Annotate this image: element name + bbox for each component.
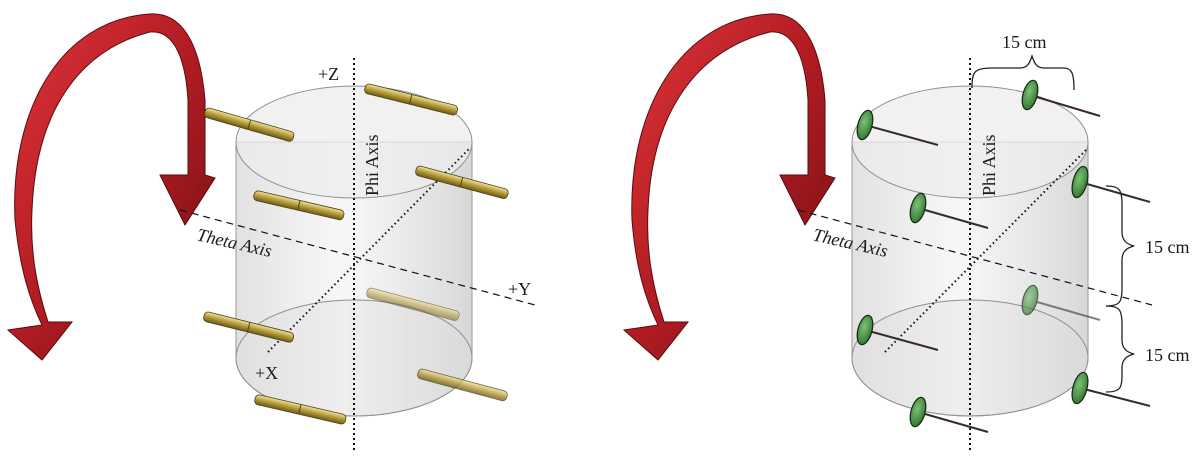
probe-6 (856, 314, 939, 351)
x-axis-label: +X (255, 363, 278, 383)
z-axis-label: +Z (318, 64, 339, 84)
rod-group-left (203, 83, 509, 425)
theta-axis-line-left (179, 209, 536, 306)
rod-7 (417, 368, 508, 402)
probe-7 (1071, 371, 1151, 407)
probe-5 (1021, 284, 1101, 321)
probe-3 (1071, 165, 1151, 203)
lower-dimension-brace (1105, 305, 1135, 393)
rod-1 (364, 83, 458, 116)
rotation-arrow-right (622, 13, 836, 361)
y-axis-label: +Y (508, 279, 531, 299)
phi-axis-label-right: Phi Axis (979, 134, 999, 196)
rod-8 (254, 394, 347, 425)
x-axis-line-left (267, 147, 471, 353)
probe-1 (1021, 79, 1101, 117)
probe-2 (856, 109, 939, 146)
lower-dimension-label: 15 cm (1145, 345, 1190, 365)
probe-group-right (856, 79, 1151, 433)
probe-4 (909, 192, 989, 229)
rotation-arrow-left (6, 13, 216, 361)
rod-6 (203, 311, 295, 343)
rod-5 (366, 287, 460, 321)
phi-axis-label-left: Phi Axis (362, 134, 382, 196)
right-panel: 15 cm 15 cm 15 cm Phi Axis Theta Axis (622, 13, 1190, 450)
left-panel: +Z +Y +X Phi Axis Theta Axis (6, 13, 536, 450)
rod-3 (415, 165, 509, 199)
probe-8 (909, 396, 989, 433)
rod-2 (204, 107, 295, 142)
theta-axis-line-right (797, 209, 1153, 306)
rod-4 (253, 190, 345, 221)
top-dimension-label: 15 cm (1002, 32, 1047, 52)
upper-dimension-label: 15 cm (1145, 237, 1190, 257)
top-dimension-brace (971, 53, 1075, 91)
x-axis-line-right (884, 147, 1089, 353)
upper-dimension-brace (1105, 185, 1135, 307)
